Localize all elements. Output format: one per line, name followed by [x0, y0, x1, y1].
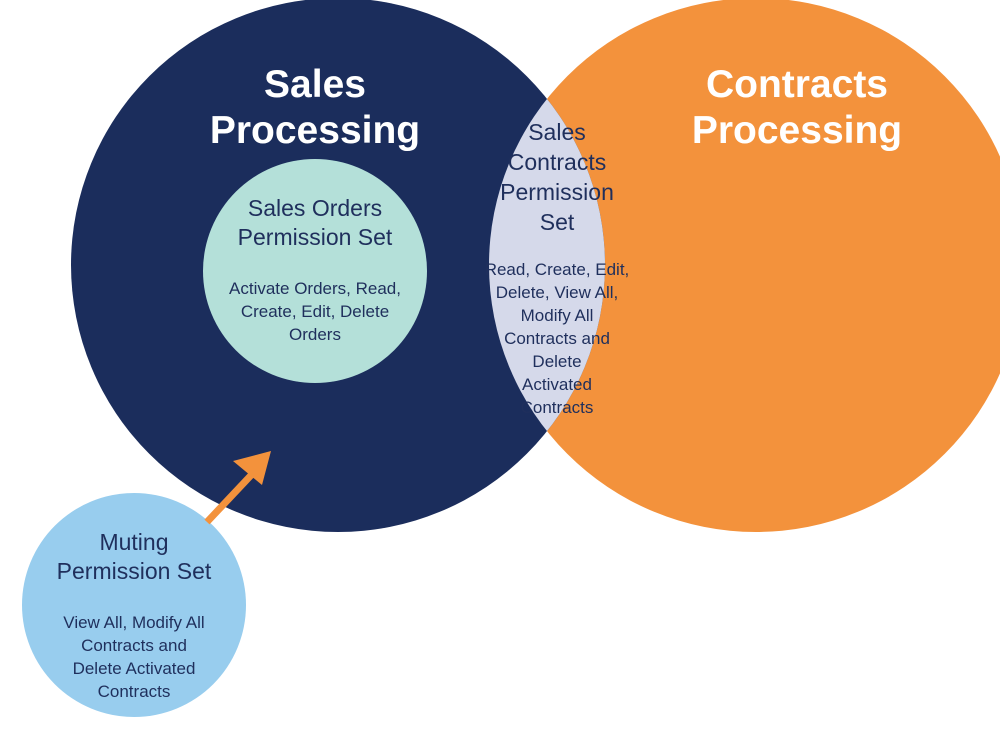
contracts-processing-title: Contracts Processing [667, 62, 927, 154]
muting-title-line: Muting [99, 529, 169, 555]
sales-contracts-desc-line: Modify All [520, 306, 594, 325]
sales-orders-circle [203, 159, 427, 383]
sales-contracts-title-line: Permission [500, 179, 614, 205]
sales-orders-title-line: Permission Set [237, 224, 393, 250]
sales-orders-title: Sales Orders Permission Set [205, 194, 425, 252]
sales-contracts-description: Read, Create, Edit, Delete, View All, Mo… [472, 258, 642, 419]
muting-description: View All, Modify All Contracts and Delet… [24, 611, 244, 703]
arrow-shaft [204, 467, 259, 525]
muting-desc-line: Contracts and [81, 636, 187, 655]
sales-processing-title-line: Processing [209, 109, 421, 152]
sales-orders-description: Activate Orders, Read, Create, Edit, Del… [205, 277, 425, 346]
sales-orders-desc-line: Orders [289, 325, 341, 344]
muting-circle [22, 493, 246, 717]
muting-title-line: Permission Set [56, 558, 212, 584]
arrow-head [233, 451, 271, 485]
sales-contracts-title: Sales Contracts Permission Set [477, 117, 637, 237]
sales-contracts-title-line: Set [539, 209, 575, 235]
contracts-processing-title-line: Processing [691, 109, 903, 152]
muting-desc-line: Delete Activated [72, 659, 196, 678]
sales-contracts-desc-line: Contracts [520, 398, 594, 417]
sales-contracts-desc-line: Activated [522, 375, 592, 394]
muting-desc-line: Contracts [97, 682, 171, 701]
sales-orders-desc-line: Create, Edit, Delete [240, 302, 390, 321]
muting-desc-line: View All, Modify All [63, 613, 205, 632]
sales-contracts-desc-line: Read, Create, Edit, [484, 260, 630, 279]
contracts-processing-title-line: Contracts [705, 63, 889, 106]
sales-contracts-desc-line: Delete [532, 352, 582, 371]
sales-contracts-title-line: Sales [528, 119, 586, 145]
sales-processing-title-line: Sales [264, 63, 366, 106]
sales-contracts-desc-line: Contracts and [504, 329, 610, 348]
sales-contracts-desc-line: Delete, View All, [495, 283, 619, 302]
sales-orders-title-line: Sales Orders [247, 195, 383, 221]
sales-processing-title: Sales Processing [185, 62, 445, 154]
contracts-processing-circle [489, 0, 1000, 532]
sales-orders-desc-line: Activate Orders, Read, [229, 279, 401, 298]
muting-title: Muting Permission Set [24, 528, 244, 586]
sales-contracts-title-line: Contracts [507, 149, 607, 175]
